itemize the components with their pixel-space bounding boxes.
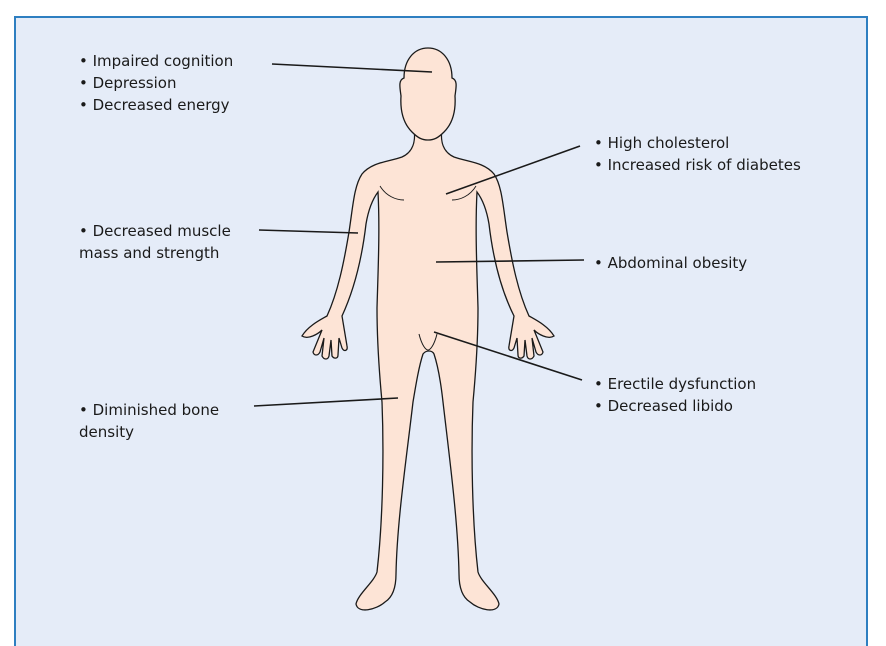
label-line: density [79, 421, 219, 443]
label-line: • Erectile dysfunction [594, 373, 756, 395]
label-group-head: • Impaired cognition • Depression • Decr… [79, 50, 233, 116]
leader-line-arm [259, 230, 358, 233]
label-line: mass and strength [79, 242, 231, 264]
label-group-chest: • High cholesterol • Increased risk of d… [594, 132, 801, 176]
label-line: • Decreased muscle [79, 220, 231, 242]
label-line: • Diminished bone [79, 399, 219, 421]
label-line: • Depression [79, 72, 233, 94]
label-line: • Abdominal obesity [594, 252, 747, 274]
body-shape [302, 48, 554, 610]
label-group-abdomen: • Abdominal obesity [594, 252, 747, 274]
label-group-leg: • Diminished bone density [79, 399, 219, 443]
label-line: • Impaired cognition [79, 50, 233, 72]
head [400, 48, 456, 140]
label-line: • Increased risk of diabetes [594, 154, 801, 176]
label-line: • Decreased energy [79, 94, 233, 116]
label-group-arm: • Decreased muscle mass and strength [79, 220, 231, 264]
label-group-groin: • Erectile dysfunction • Decreased libid… [594, 373, 756, 417]
label-line: • Decreased libido [594, 395, 756, 417]
leader-line-leg [254, 398, 398, 406]
torso-and-legs [302, 128, 554, 610]
label-line: • High cholesterol [594, 132, 801, 154]
